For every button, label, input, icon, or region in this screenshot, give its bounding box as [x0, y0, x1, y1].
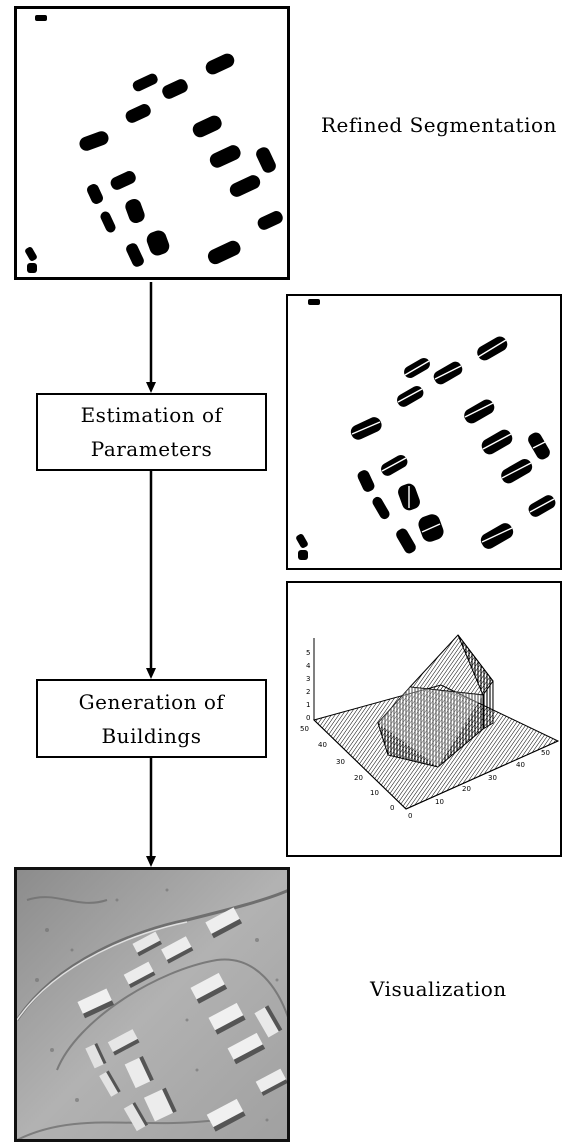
- refined-segmentation-label: Refined Segmentation: [321, 113, 557, 137]
- estimation-line2: Parameters: [90, 437, 213, 461]
- left-axis-tick: 20: [354, 774, 363, 782]
- left-axis-tick: 40: [318, 741, 327, 749]
- estimation-of-parameters-box: Estimation of Parameters: [36, 393, 267, 471]
- z-tick: 5: [306, 649, 310, 657]
- right-axis-tick: 10: [435, 798, 444, 806]
- generation-line2: Buildings: [101, 723, 202, 748]
- estimation-line1: Estimation of: [80, 403, 223, 427]
- estimated-buildings: [296, 299, 556, 560]
- z-tick: 3: [306, 675, 310, 683]
- right-axis-tick: 30: [488, 774, 497, 782]
- left-axis-tick: 30: [336, 758, 345, 766]
- z-tick: 2: [306, 688, 310, 696]
- visualization-label: Visualization: [370, 977, 507, 1001]
- parameter-estimation-image: [286, 294, 562, 570]
- left-axis-tick: 0: [390, 804, 394, 812]
- z-tick: 4: [306, 662, 311, 670]
- right-axis-tick: 40: [516, 761, 525, 769]
- z-tick: 0: [306, 714, 310, 722]
- left-axis-tick: 50: [300, 725, 309, 733]
- visualization-image: [14, 867, 290, 1142]
- left-axis-tick: 10: [370, 789, 379, 797]
- right-axis-tick: 0: [408, 812, 412, 820]
- shaded-relief: [17, 870, 287, 1139]
- generation-line1: Generation of: [78, 689, 225, 714]
- generation-of-buildings-box: Generation of Buildings: [36, 679, 267, 758]
- segmentation-blobs: [25, 15, 283, 273]
- building-3d-plot: 5 4 3 2 1 0 50 40 30 20 10 0 0 10 20 30 …: [286, 581, 562, 857]
- wireframe-surface: 5 4 3 2 1 0 50 40 30 20 10 0 0 10 20 30 …: [300, 634, 560, 820]
- refined-segmentation-image: [14, 6, 290, 280]
- right-axis-tick: 50: [541, 749, 550, 757]
- z-tick: 1: [306, 701, 310, 709]
- right-axis-tick: 20: [462, 785, 471, 793]
